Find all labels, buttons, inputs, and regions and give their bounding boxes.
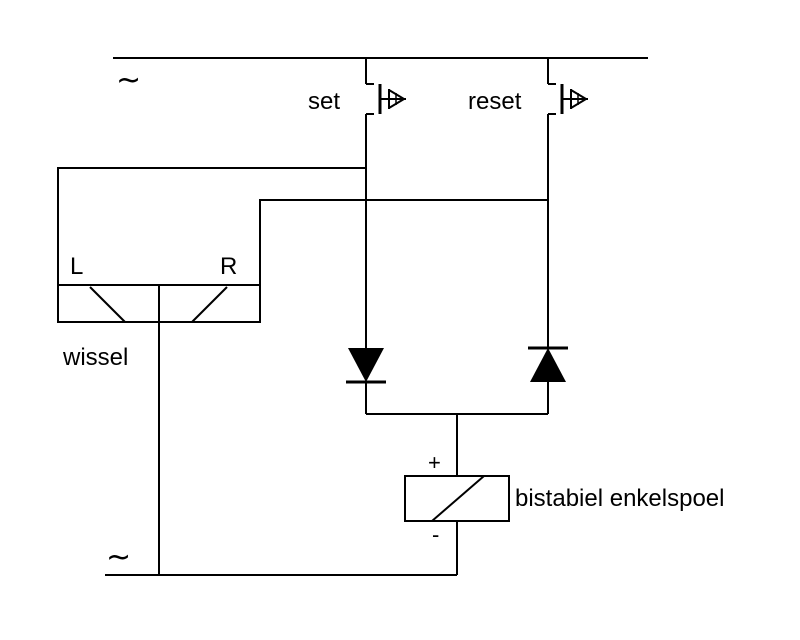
coil-minus-sign: - — [432, 522, 439, 547]
coil-label: bistabiel enkelspoel — [515, 485, 724, 512]
top-ac-symbol: ~ — [116, 63, 141, 98]
bottom-ac-symbol: ~ — [106, 540, 131, 575]
set-feedback-wire — [57, 167, 366, 322]
reset-feedback-wire — [259, 199, 548, 322]
reset-label: reset — [468, 88, 522, 115]
wissel-label: wissel — [62, 344, 128, 371]
switch-left-label: L — [70, 253, 83, 280]
wissel-switch — [57, 284, 261, 323]
set-push-button — [365, 58, 406, 168]
reset-diode — [528, 346, 568, 414]
coil-plus-sign: + — [428, 450, 441, 475]
set-diode — [346, 348, 386, 414]
bistable-coil — [404, 475, 510, 522]
set-label: set — [308, 88, 340, 115]
switch-right-label: R — [220, 253, 237, 280]
reset-push-button — [547, 58, 588, 200]
